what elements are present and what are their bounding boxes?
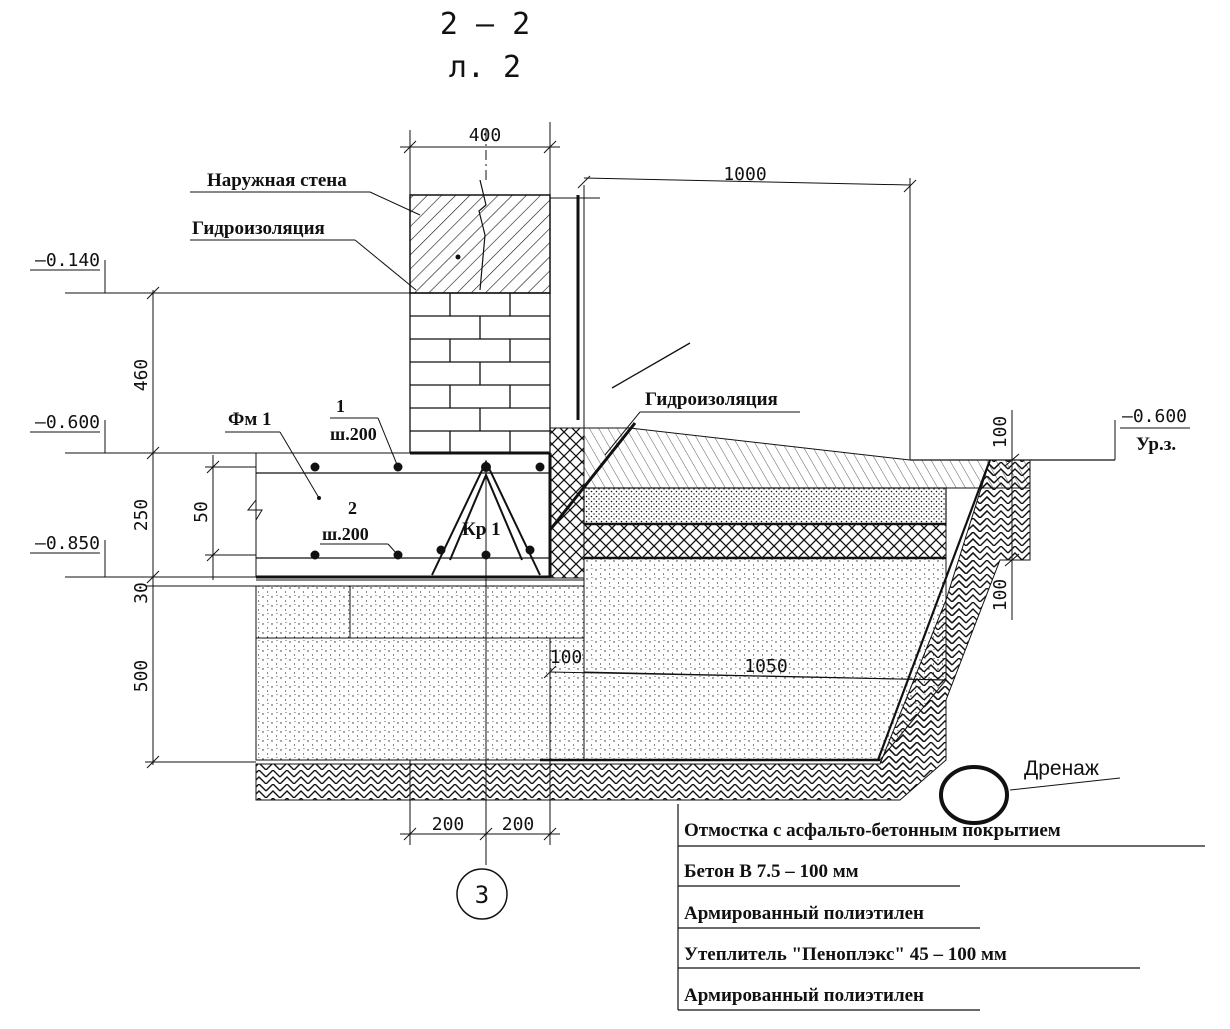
elevation-minus-0140: –0.140 xyxy=(35,250,100,271)
label-bar1-step: ш.200 xyxy=(330,424,377,444)
label-bar1-num: 1 xyxy=(336,396,345,416)
dim-200-left: 200 xyxy=(432,814,465,835)
legend-frame xyxy=(677,804,1205,1011)
label-waterproofing-right: Гидроизоляция xyxy=(645,389,778,410)
legend-item: Армированный полиэтилен xyxy=(684,985,924,1006)
legend-item: Отмостка с асфальто-бетонным покрытием xyxy=(684,820,1061,841)
blind-area-asphalt xyxy=(583,427,1031,489)
wall-point xyxy=(455,254,461,260)
axis-marker-circle xyxy=(456,868,508,920)
dim-30: 30 xyxy=(131,582,152,604)
sand-cushion xyxy=(255,585,585,761)
legend-item: Бетон В 7.5 – 100 мм xyxy=(684,861,859,882)
dim-250: 250 xyxy=(131,499,152,532)
slab-break-mark xyxy=(246,499,263,521)
concrete-b75-layer xyxy=(583,487,947,525)
label-outer-wall: Наружная стена xyxy=(207,170,347,191)
elevation-right-minus-0600: –0.600 xyxy=(1122,406,1187,427)
frame-kr1 xyxy=(431,459,541,580)
waterproofing-diagonal xyxy=(548,422,637,531)
label-drainage: Дренаж xyxy=(1024,757,1099,780)
outer-wall-block xyxy=(409,194,551,294)
legend-list: Отмостка с асфальто-бетонным покрытием Б… xyxy=(684,820,1061,1006)
label-waterproofing-top: Гидроизоляция xyxy=(192,218,325,239)
dim-1050: 1050 xyxy=(744,656,787,677)
dim-blind-1000: 1000 xyxy=(723,164,766,185)
wall-break-line xyxy=(478,179,487,291)
dim-200-right: 200 xyxy=(502,814,535,835)
dim-100-right-top: 100 xyxy=(990,416,1011,449)
slope-indicator xyxy=(611,342,691,389)
slope-soil xyxy=(880,462,1000,790)
drainage-pipe xyxy=(939,765,1009,825)
label-ground-level: Ур.з. xyxy=(1136,434,1176,455)
dim-50: 50 xyxy=(191,501,212,523)
label-frame-kr1: Кр 1 xyxy=(462,519,501,540)
excavation-slope-line xyxy=(876,459,992,761)
waterproofing-block xyxy=(549,427,585,579)
dim-100-right-bottom: 100 xyxy=(990,579,1011,612)
insulation-layer xyxy=(583,523,947,559)
label-mesh-fm1: Фм 1 xyxy=(228,409,272,430)
label-bar2-step: ш.200 xyxy=(322,524,369,544)
dim-100-horizontal: 100 xyxy=(550,647,583,668)
section-title: 2 – 2 xyxy=(440,7,530,42)
sheet-reference: л. 2 xyxy=(449,50,521,85)
elevation-minus-0600: –0.600 xyxy=(35,412,100,433)
dimension-lines xyxy=(30,122,1190,865)
dim-460: 460 xyxy=(131,359,152,392)
legend-item: Утеплитель "Пеноплэкс" 45 – 100 мм xyxy=(684,944,1007,965)
brick-plinth xyxy=(409,292,551,454)
legend-item: Армированный полиэтилен xyxy=(684,903,924,924)
dim-wall-400: 400 xyxy=(469,125,502,146)
dim-500: 500 xyxy=(131,660,152,693)
natural-soil xyxy=(255,459,1031,801)
axis-marker-label: 3 xyxy=(475,881,489,909)
elevation-minus-0850: –0.850 xyxy=(35,533,100,554)
label-leaders xyxy=(190,191,1121,791)
label-bar2-num: 2 xyxy=(348,498,357,518)
